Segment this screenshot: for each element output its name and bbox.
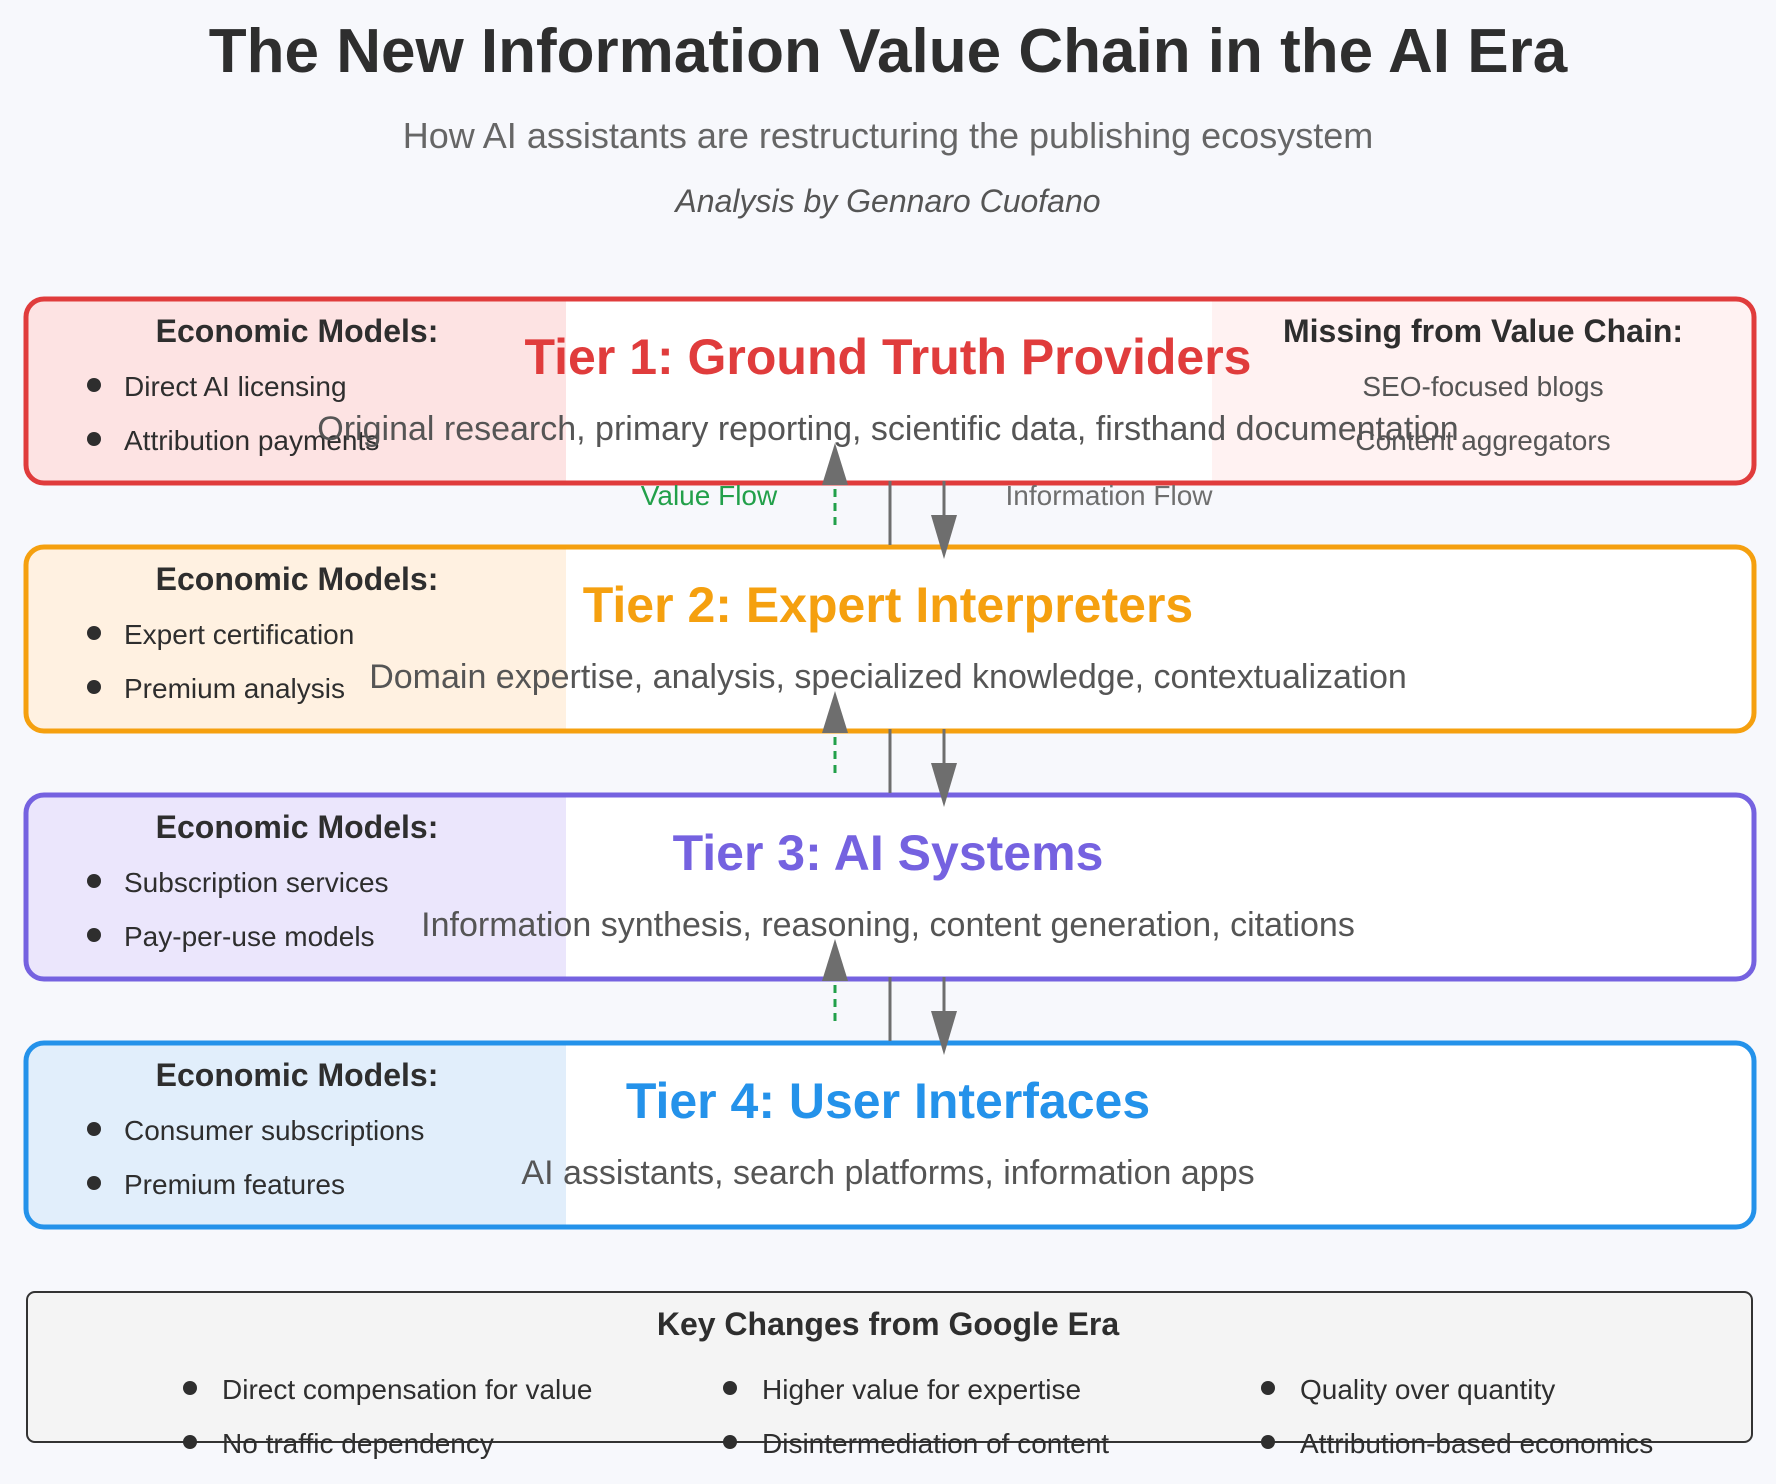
missing-item: SEO-focused blogs (1362, 371, 1603, 402)
author-credit: Analysis by Gennaro Cuofano (673, 183, 1100, 219)
information-flow-arrowhead-icon (931, 515, 957, 559)
tier-2-name: Tier 2: Expert Interpreters (583, 577, 1193, 633)
bullet-icon (1261, 1381, 1275, 1395)
key-change-item: Attribution-based economics (1300, 1428, 1653, 1459)
bullet-icon (87, 1176, 101, 1190)
bullet-icon (183, 1435, 197, 1449)
economic-model-item: Attribution payments (124, 425, 379, 456)
tier-3-name: Tier 3: AI Systems (673, 825, 1104, 881)
page-subtitle: How AI assistants are restructuring the … (403, 115, 1373, 156)
bullet-icon (723, 1435, 737, 1449)
flow-arrows (822, 443, 957, 1055)
key-change-item: No traffic dependency (222, 1428, 494, 1459)
page-title: The New Information Value Chain in the A… (209, 17, 1568, 86)
tier-2-description: Domain expertise, analysis, specialized … (369, 658, 1407, 696)
tier-3-economic-models: Economic Models: Subscription services P… (87, 809, 438, 952)
missing-item: Content aggregators (1355, 425, 1610, 456)
key-change-item: Quality over quantity (1300, 1374, 1555, 1405)
bullet-icon (87, 432, 101, 446)
tier-1-description: Original research, primary reporting, sc… (317, 410, 1458, 448)
key-change-item: Direct compensation for value (222, 1374, 592, 1405)
information-flow-arrowhead-icon (931, 1011, 957, 1055)
economic-models-heading: Economic Models: (156, 561, 439, 597)
missing-from-value-chain: Missing from Value Chain: SEO-focused bl… (1283, 313, 1683, 456)
tier-1-name: Tier 1: Ground Truth Providers (525, 329, 1252, 385)
tier-1-economic-models: Economic Models: Direct AI licensing Att… (87, 313, 438, 456)
tier-2-box (23, 544, 1757, 734)
tier-3-box (23, 792, 1757, 982)
economic-model-item: Subscription services (124, 867, 389, 898)
key-change-item: Disintermediation of content (762, 1428, 1109, 1459)
bullet-icon (87, 626, 101, 640)
tier-3-description: Information synthesis, reasoning, conten… (421, 906, 1355, 944)
tier-4-box (23, 1040, 1757, 1230)
missing-heading: Missing from Value Chain: (1283, 313, 1683, 349)
bullet-icon (87, 874, 101, 888)
information-flow-label: Information Flow (1006, 480, 1214, 511)
value-flow-arrowhead-icon (822, 443, 848, 485)
economic-model-item: Direct AI licensing (124, 371, 347, 402)
economic-models-heading: Economic Models: (156, 809, 439, 845)
economic-models-heading: Economic Models: (156, 313, 439, 349)
information-flow-arrowhead-icon (931, 763, 957, 807)
key-changes-heading: Key Changes from Google Era (657, 1306, 1120, 1342)
key-change-item: Higher value for expertise (762, 1374, 1081, 1405)
key-changes-box: Key Changes from Google Era Direct compe… (26, 1291, 1753, 1459)
bullet-icon (87, 1122, 101, 1136)
tier-1-box (23, 296, 1757, 486)
economic-model-item: Premium analysis (124, 673, 345, 704)
bullet-icon (723, 1381, 737, 1395)
bullet-icon (1261, 1435, 1275, 1449)
bullet-icon (183, 1381, 197, 1395)
economic-model-item: Consumer subscriptions (124, 1115, 424, 1146)
tier-4-description: AI assistants, search platforms, informa… (521, 1154, 1254, 1192)
value-flow-arrowhead-icon (822, 691, 848, 733)
tier-4-name: Tier 4: User Interfaces (626, 1073, 1150, 1129)
tier-4-economic-models: Economic Models: Consumer subscriptions … (87, 1057, 438, 1200)
bullet-icon (87, 378, 101, 392)
missing-panel (1212, 301, 1752, 481)
bullet-icon (87, 928, 101, 942)
economic-models-heading: Economic Models: (156, 1057, 439, 1093)
tier-2-economic-models: Economic Models: Expert certification Pr… (87, 561, 438, 704)
value-flow-arrowhead-icon (822, 939, 848, 981)
economic-model-item: Premium features (124, 1169, 345, 1200)
economic-model-item: Expert certification (124, 619, 354, 650)
value-flow-label: Value Flow (641, 480, 778, 511)
bullet-icon (87, 680, 101, 694)
economic-model-item: Pay-per-use models (124, 921, 375, 952)
